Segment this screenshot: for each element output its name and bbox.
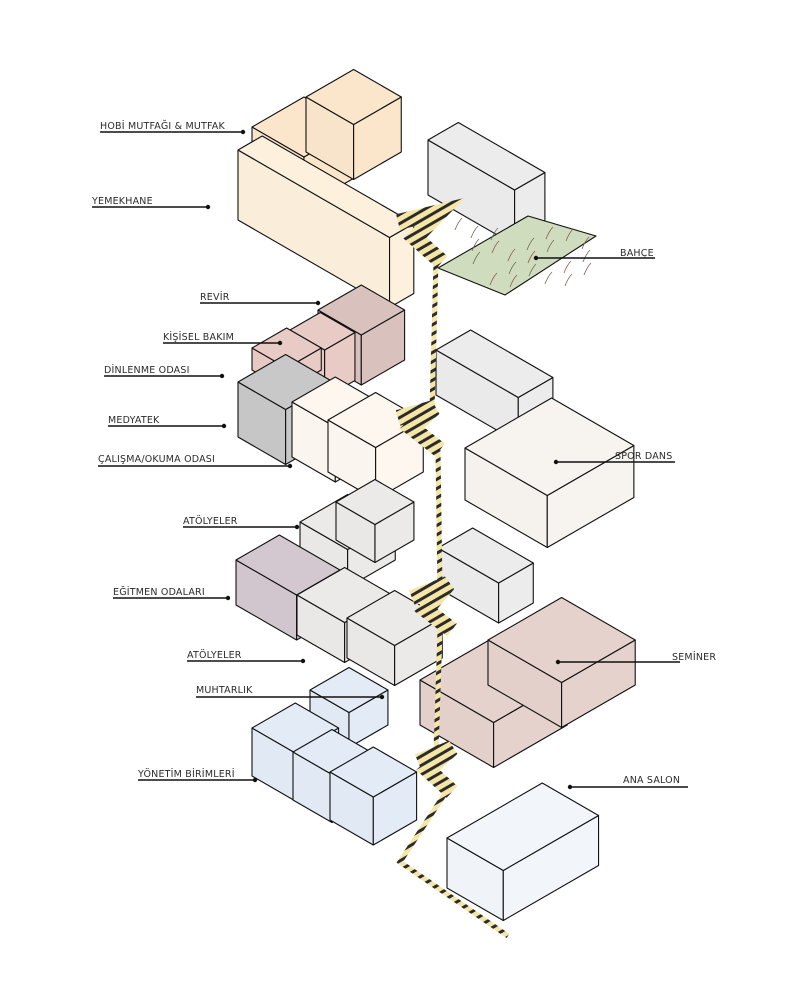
block-seminer-b-top [487, 596, 636, 684]
label-bahce: BAHÇE [620, 248, 654, 259]
label-spor-dans: SPOR DANS [615, 451, 672, 462]
label-egitmen-odalari: EĞİTMEN ODALARI [113, 586, 205, 598]
block-atolyeler-1b [335, 478, 415, 564]
leader-dot-ana-salon [567, 784, 573, 790]
circulation-stair-1 [396, 197, 465, 268]
leader-dot-atolyeler-1 [294, 524, 300, 530]
block-low-neutral [437, 527, 534, 624]
grass-stroke-icon [581, 236, 590, 250]
block-mid-neutral-top [435, 329, 554, 399]
block-spor-dans [464, 397, 635, 549]
block-ana-salon-top [446, 782, 600, 872]
label-atolyeler-1: ATÖLYELER [183, 516, 238, 527]
label-muhtarlik: MUHTARLIK [196, 685, 253, 696]
grass-stroke-icon [528, 263, 537, 277]
circulation-stair-4 [414, 740, 458, 798]
grass-stroke-icon [470, 225, 479, 239]
grass-stroke-icon [583, 262, 592, 276]
block-mutfak-top [305, 68, 402, 126]
label-yonetim-birimleri: YÖNETİM BİRİMLERİ [137, 769, 235, 780]
block-muhtarlik-top [309, 666, 389, 714]
grass-stroke-icon [546, 239, 555, 253]
circulation-stair-2 [395, 400, 445, 457]
block-low-neutral-top [437, 527, 534, 584]
block-upper-neutral-top [427, 121, 546, 191]
grass-stroke-icon [490, 227, 499, 241]
block-yonetim-3-top [329, 746, 418, 798]
leader-dot-spor-dans [553, 459, 559, 465]
label-kisisel-bakim: KİŞİSEL BAKIM [163, 332, 234, 343]
grass-stroke-icon [489, 272, 498, 286]
label-atolyeler-2: ATÖLYELER [187, 650, 242, 661]
grass-stroke-icon [507, 248, 516, 262]
leader-dot-calisma-okuma [287, 463, 293, 469]
circulation-line-3 [433, 629, 443, 753]
grass-stroke-icon [526, 237, 535, 251]
block-spor-dans-top [464, 397, 635, 497]
leader-dot-kisisel-bakim [277, 340, 283, 346]
grass-stroke-icon [471, 238, 480, 252]
label-calisma-okuma: ÇALIŞMA/OKUMA ODASI [98, 454, 215, 465]
grass-stroke-icon [563, 260, 572, 274]
grass-stroke-icon [564, 273, 573, 287]
block-yonetim-3 [329, 746, 418, 846]
block-mutfak [305, 68, 402, 181]
block-ana-salon [446, 782, 600, 922]
grass-stroke-icon [582, 249, 591, 263]
grass-stroke-icon [508, 261, 517, 275]
circulation-stair-3 [409, 576, 457, 637]
leader-dot-yonetim-birimleri [252, 777, 258, 783]
block-revir-top [317, 284, 406, 336]
grass-stroke-icon [565, 228, 574, 242]
leader-dot-revir [315, 300, 321, 306]
circulation-line-2 [435, 449, 443, 591]
label-medyatek: MEDYATEK [108, 415, 160, 426]
block-atolyeler-2b [346, 589, 443, 687]
leader-dot-atolyeler-2 [300, 658, 306, 664]
grass-stroke-icon [472, 251, 481, 265]
block-yemekhane [237, 135, 415, 309]
leader-dot-hobi-mutfagi [240, 129, 246, 135]
label-ana-salon: ANA SALON [623, 775, 680, 786]
garden-plane [437, 215, 597, 296]
leader-dot-egitmen-odalari [225, 595, 231, 601]
label-yemekhane: YEMEKHANE [91, 196, 153, 207]
grass-stroke-icon [527, 250, 536, 264]
leader-dot-muhtarlik [379, 694, 385, 700]
block-atolyeler-1b-top [335, 478, 415, 526]
leader-dot-bahce [533, 255, 539, 261]
label-hobi-mutfagi: HOBİ MUTFAĞI & MUTFAK [100, 120, 225, 132]
grass-stroke-icon [544, 271, 553, 285]
grass-stroke-icon [509, 274, 518, 288]
leader-dot-medyatek [221, 423, 227, 429]
circulation-line-1 [429, 261, 439, 411]
leader-dot-yemekhane [205, 204, 211, 210]
grass-stroke-icon [454, 217, 463, 231]
grass-stroke-icon [491, 240, 500, 254]
leader-dot-seminer [555, 659, 561, 665]
label-dinlenme-odasi: DİNLENME ODASI [104, 365, 190, 376]
label-revir: REVİR [200, 292, 230, 303]
block-yonetim-1-top [251, 702, 340, 754]
label-seminer: SEMİNER [672, 652, 716, 663]
grass-stroke-icon [545, 226, 554, 240]
leader-dot-dinlenme-odasi [219, 373, 225, 379]
circulation-line-4 [396, 790, 510, 939]
